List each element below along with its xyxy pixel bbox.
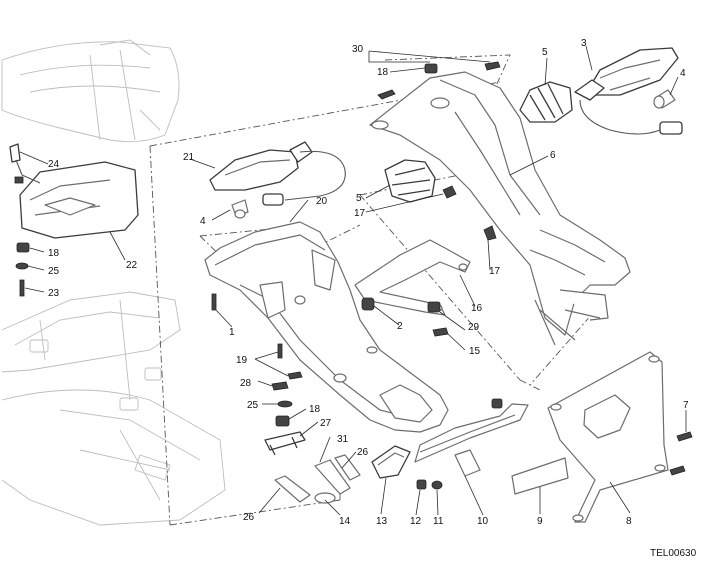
left-turn-signal bbox=[209, 141, 346, 206]
license-plate-light bbox=[19, 161, 139, 239]
callout-28: 28 bbox=[240, 378, 252, 389]
callout-5-top: 5 bbox=[542, 47, 548, 58]
ghost-tail-fairing bbox=[1, 39, 180, 143]
license-plate-bracket bbox=[204, 221, 449, 433]
callout-9: 9 bbox=[537, 516, 543, 527]
callout-25-center: 25 bbox=[247, 400, 259, 411]
callout-24: 24 bbox=[48, 159, 60, 170]
drawing-code: TEL00630 bbox=[650, 548, 697, 559]
callout-23: 23 bbox=[48, 288, 60, 299]
ghost-rear-subframe bbox=[1, 291, 226, 526]
turn-signal-grommet-lower bbox=[384, 159, 436, 203]
callout-4-left: 4 bbox=[200, 216, 206, 227]
hardware-fasteners bbox=[15, 61, 693, 490]
callout-6: 6 bbox=[550, 150, 556, 161]
callout-22: 22 bbox=[126, 260, 138, 271]
callout-3: 3 bbox=[581, 38, 587, 49]
callout-21: 21 bbox=[183, 152, 195, 163]
callout-2: 2 bbox=[397, 321, 403, 332]
number-plate-holder-arm bbox=[369, 71, 631, 346]
callout-labels: 30 18 5 3 4 6 21 4 5 17 20 17 16 29 15 2… bbox=[48, 38, 689, 527]
callout-18-center: 18 bbox=[309, 404, 321, 415]
callout-8: 8 bbox=[626, 516, 632, 527]
license-plate-mount bbox=[547, 351, 669, 523]
callout-31: 31 bbox=[337, 434, 349, 445]
callout-17-right: 17 bbox=[489, 266, 501, 277]
callout-26-left: 26 bbox=[243, 512, 255, 523]
right-turn-signal bbox=[574, 47, 683, 135]
callout-20: 20 bbox=[316, 196, 328, 207]
rear-reflector bbox=[371, 445, 411, 479]
callout-14: 14 bbox=[339, 516, 351, 527]
reflector-bracket-27 bbox=[264, 431, 306, 456]
callout-27: 27 bbox=[320, 418, 332, 429]
callout-30: 30 bbox=[352, 44, 364, 55]
callout-18-left: 18 bbox=[48, 248, 60, 259]
license-reflector-strip bbox=[511, 457, 569, 495]
callout-29: 29 bbox=[468, 322, 480, 333]
callout-17-middle: 17 bbox=[354, 208, 366, 219]
callout-10: 10 bbox=[477, 516, 489, 527]
plate-bracket-10 bbox=[414, 403, 529, 477]
callout-18-top: 18 bbox=[377, 67, 389, 78]
callout-12: 12 bbox=[410, 516, 422, 527]
callout-19: 19 bbox=[236, 355, 248, 366]
callout-7: 7 bbox=[683, 400, 689, 411]
callout-4-right: 4 bbox=[680, 68, 686, 79]
turn-signal-bulb-left bbox=[231, 199, 249, 219]
callout-15: 15 bbox=[469, 346, 481, 357]
callout-25-left: 25 bbox=[48, 266, 60, 277]
callout-11: 11 bbox=[433, 516, 444, 527]
leader-lines bbox=[19, 45, 687, 516]
turn-signal-grommet-upper bbox=[519, 81, 573, 123]
callout-26-right: 26 bbox=[357, 447, 369, 458]
callout-13: 13 bbox=[376, 516, 388, 527]
callout-1: 1 bbox=[229, 327, 235, 338]
turn-signal-bulb-right bbox=[653, 89, 676, 109]
callout-5-middle: 5 bbox=[356, 193, 362, 204]
license-light-connector bbox=[9, 143, 41, 184]
plates-26-31-14 bbox=[274, 454, 361, 504]
callout-16: 16 bbox=[471, 303, 483, 314]
